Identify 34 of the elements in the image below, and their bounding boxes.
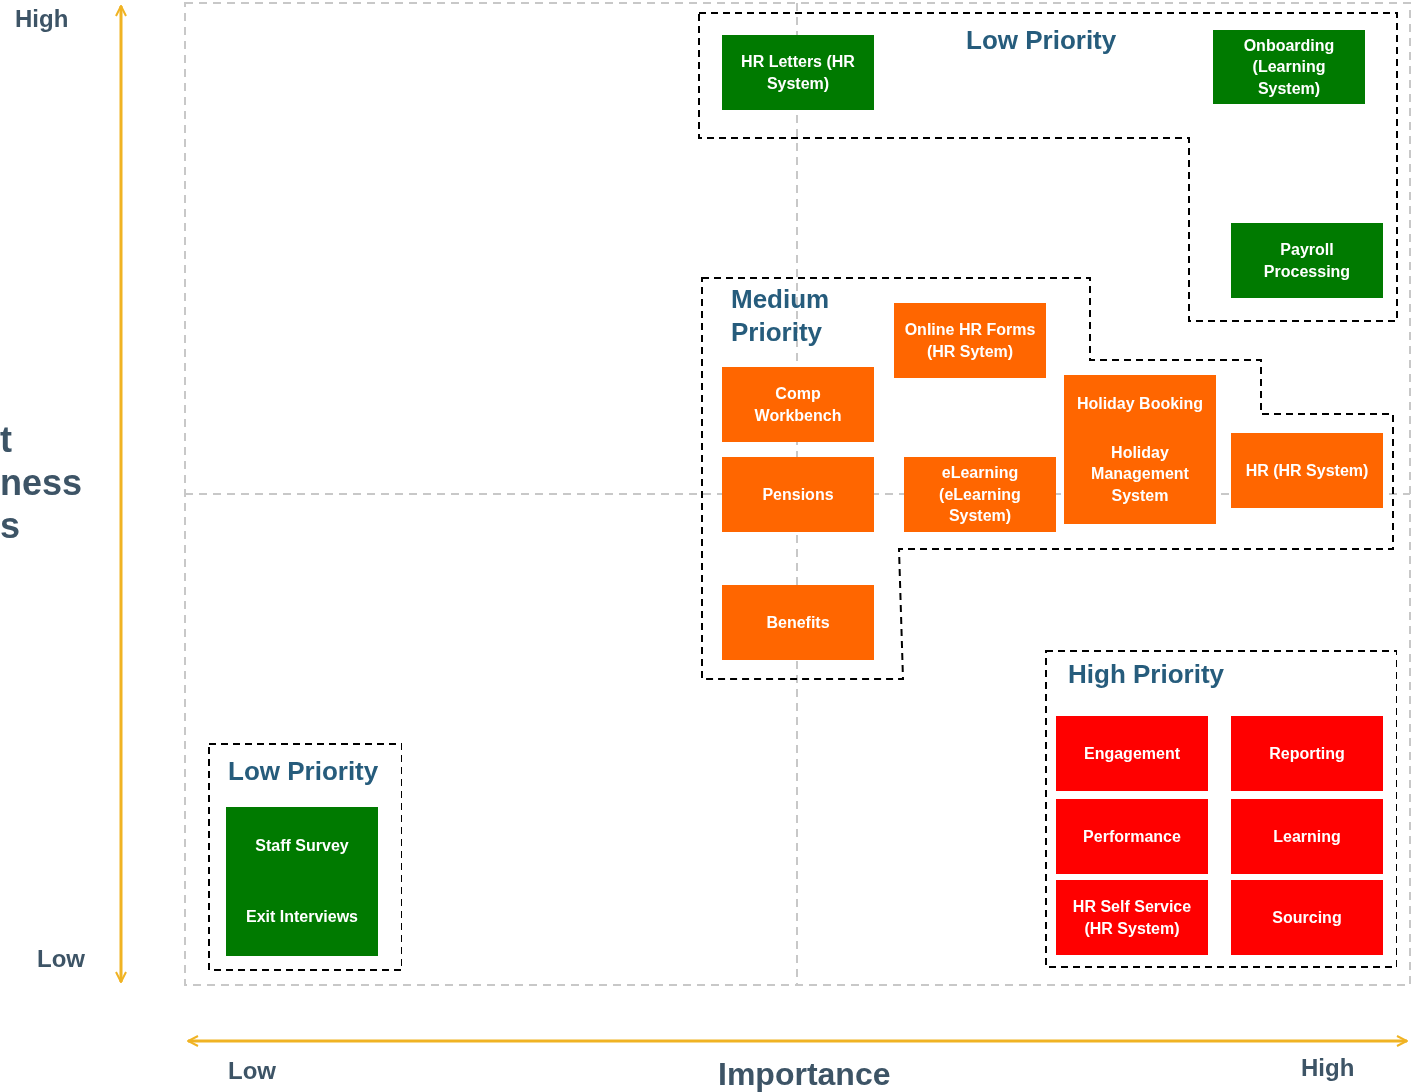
group-title: High Priority (1068, 658, 1224, 691)
group-title: Medium Priority (731, 283, 831, 348)
item-card: Online HR Forms (HR Sytem) (894, 303, 1046, 378)
priority-group (1045, 650, 1397, 968)
group-title: Low Priority (228, 755, 379, 788)
item-card: Payroll Processing (1231, 223, 1383, 298)
axis-title: Importance (718, 1056, 891, 1092)
axis-title: t ness s (0, 418, 82, 548)
axis-end-label: High (1301, 1054, 1355, 1082)
item-card: Performance (1056, 799, 1208, 874)
item-card: Comp Workbench (722, 367, 874, 442)
item-card: eLearning (eLearning System) (904, 457, 1056, 532)
priority-group (208, 743, 402, 971)
item-text: Holiday Booking (1076, 393, 1204, 414)
item-card: Learning (1231, 799, 1383, 874)
axis-end-label: Low (228, 1057, 276, 1085)
item-card: HR Letters (HR System) (722, 35, 874, 110)
item-card: HR (HR System) (1231, 433, 1383, 508)
item-text: Holiday Management System (1090, 442, 1190, 506)
axis-end-label: Low (37, 945, 85, 973)
item-card (226, 807, 378, 956)
item-card (1064, 375, 1216, 524)
item-card: Reporting (1231, 716, 1383, 791)
axis-end-label: High (15, 5, 69, 33)
item-card: Benefits (722, 585, 874, 660)
item-card: HR Self Service (HR System) (1056, 880, 1208, 955)
item-card: Onboarding (Learning System) (1213, 30, 1365, 104)
item-text: Exit Interviews (245, 906, 358, 927)
group-title: Low Priority (966, 24, 1117, 57)
item-card: Sourcing (1231, 880, 1383, 955)
item-card: Pensions (722, 457, 874, 532)
priority-group (698, 12, 1398, 322)
item-card: Engagement (1056, 716, 1208, 791)
item-text: Staff Survey (255, 836, 349, 857)
